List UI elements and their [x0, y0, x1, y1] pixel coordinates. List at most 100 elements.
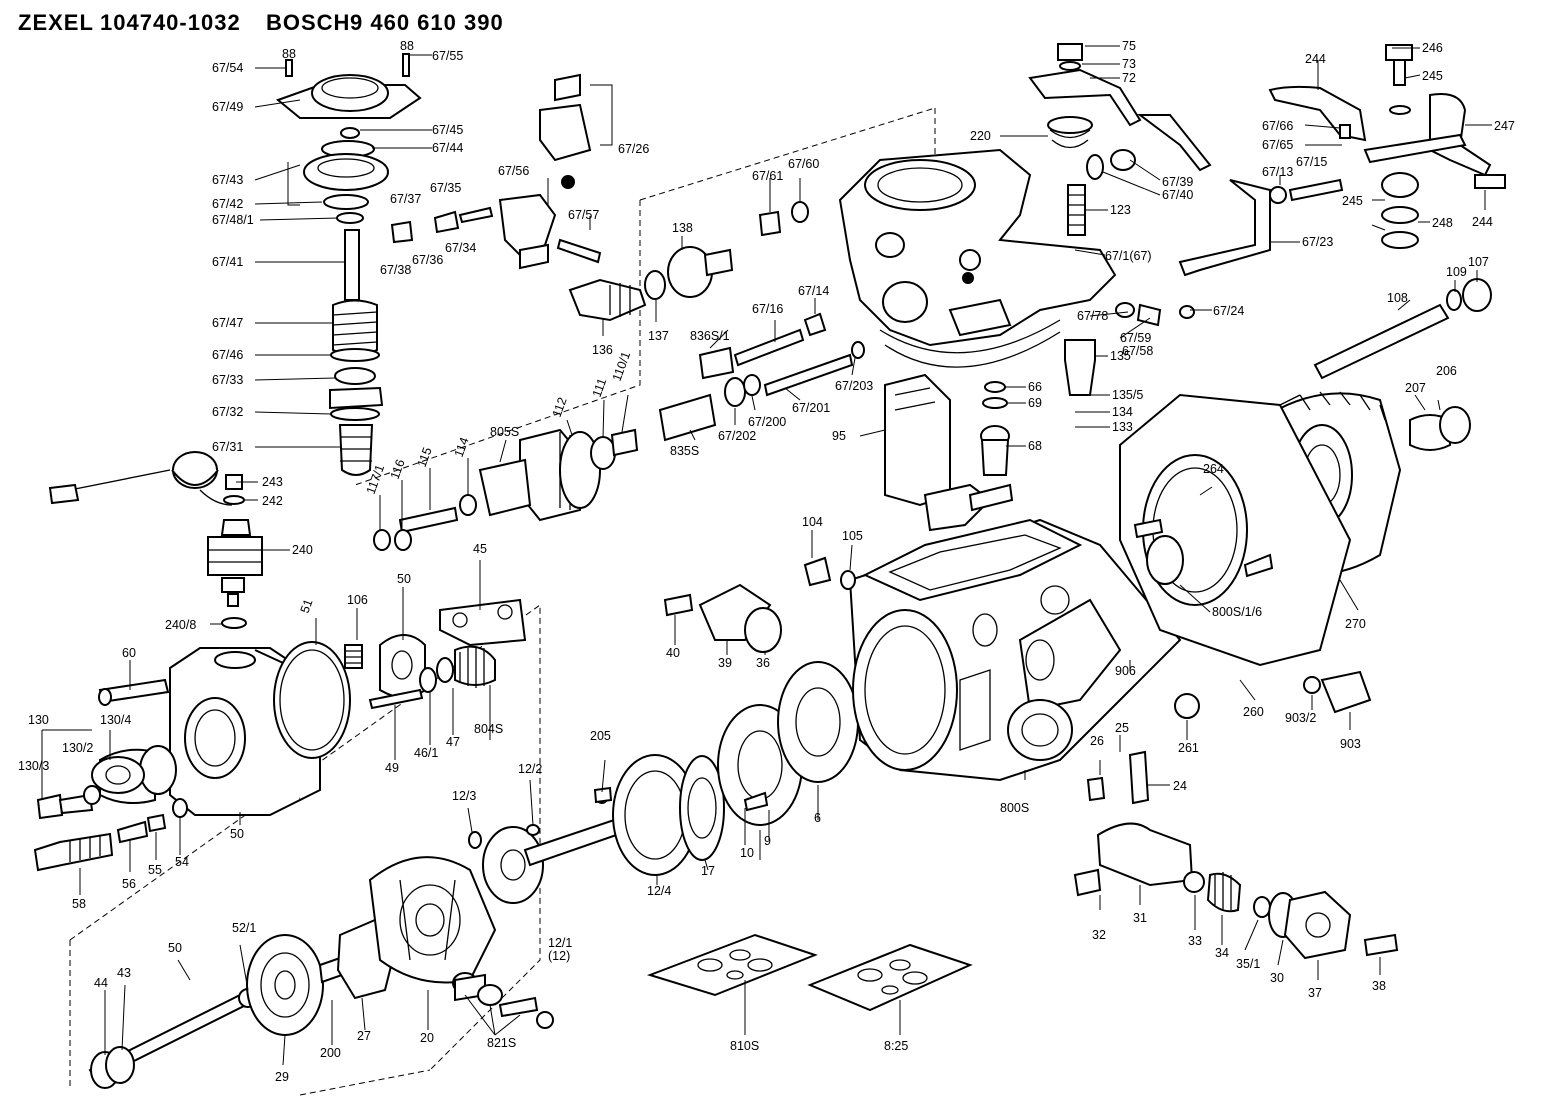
label-115: 115 — [415, 445, 435, 469]
label-130-2: 130/2 — [62, 741, 93, 755]
pump-housing — [848, 518, 1182, 782]
label-248: 248 — [1432, 216, 1453, 230]
label-810s: 810S — [730, 1039, 759, 1053]
label-67-46: 67/46 — [212, 348, 243, 362]
label-260: 260 — [1243, 705, 1264, 719]
label-67-40: 67/40 — [1162, 188, 1193, 202]
label-800s-1-6: 800S/1/6 — [1212, 605, 1262, 619]
label-95: 95 — [832, 429, 846, 443]
label-67-15: 67/15 — [1296, 155, 1327, 169]
label-106: 106 — [347, 593, 368, 607]
label-67-42: 67/42 — [212, 197, 243, 211]
label-800s: 800S — [1000, 801, 1029, 815]
header-bosch-number: 9 460 610 390 — [350, 10, 504, 35]
label-49: 49 — [385, 761, 399, 775]
label-36: 36 — [756, 656, 770, 670]
label-67-65: 67/65 — [1262, 138, 1293, 152]
label-67-78: 67/78 — [1077, 309, 1108, 323]
label-243: 243 — [262, 475, 283, 489]
label-54: 54 — [175, 855, 189, 869]
label-67-23: 67/23 — [1302, 235, 1333, 249]
label-10: 10 — [740, 846, 754, 860]
label-56: 56 — [122, 877, 136, 891]
drive-gear-assembly — [593, 661, 859, 876]
label-134: 134 — [1112, 405, 1133, 419]
label-31: 31 — [1133, 911, 1147, 925]
label-67-47: 67/47 — [212, 316, 243, 330]
label-130-3: 130/3 — [18, 759, 49, 773]
label-116: 116 — [388, 457, 408, 481]
label-67-66: 67/66 — [1262, 119, 1293, 133]
label-240: 240 — [292, 543, 313, 557]
label-130-4: 130/4 — [100, 713, 131, 727]
plunger-assembly — [88, 792, 627, 1089]
label-50-c: 50 — [168, 941, 182, 955]
label-108: 108 — [1387, 291, 1408, 305]
label-32: 32 — [1092, 928, 1106, 942]
header-brand-bosch: BOSCH — [266, 10, 351, 35]
small-parts-upper — [373, 73, 974, 653]
label-114: 114 — [452, 435, 472, 459]
label-29: 29 — [275, 1070, 289, 1084]
label-123: 123 — [1110, 203, 1131, 217]
label-73: 73 — [1122, 57, 1136, 71]
label-66: 66 — [1028, 380, 1042, 394]
fuel-cutoff-valve — [884, 373, 1014, 532]
label-67-200: 67/200 — [748, 415, 786, 429]
label-109: 109 — [1446, 265, 1467, 279]
label-55: 55 — [148, 863, 162, 877]
label-67-57: 67/57 — [568, 208, 599, 222]
label-107: 107 — [1468, 255, 1489, 269]
label-135-5: 135/5 — [1112, 388, 1143, 402]
label-67-202: 67/202 — [718, 429, 756, 443]
label-34: 34 — [1215, 946, 1229, 960]
label-30: 30 — [1270, 971, 1284, 985]
label-88-a: 88 — [282, 47, 296, 61]
label-137: 137 — [648, 329, 669, 343]
header-brand-zexel: ZEXEL — [18, 10, 94, 35]
label-242: 242 — [262, 494, 283, 508]
label-261: 261 — [1178, 741, 1199, 755]
label-69: 69 — [1028, 396, 1042, 410]
label-12-paren: (12) — [548, 949, 570, 963]
label-12-2: 12/2 — [518, 762, 542, 776]
label-60: 60 — [122, 646, 136, 660]
control-lever-assembly — [1028, 43, 1212, 396]
label-17: 17 — [701, 864, 715, 878]
label-240-8: 240/8 — [165, 618, 196, 632]
label-135: 135 — [1110, 349, 1131, 363]
label-67-48-1: 67/48/1 — [212, 213, 254, 227]
label-67-41: 67/41 — [212, 255, 243, 269]
label-12-3: 12/3 — [452, 789, 476, 803]
governor-cover-assembly — [275, 53, 422, 476]
label-247: 247 — [1494, 119, 1515, 133]
label-67-16: 67/16 — [752, 302, 783, 316]
label-50-a: 50 — [397, 572, 411, 586]
label-47: 47 — [446, 735, 460, 749]
label-37: 37 — [1308, 986, 1322, 1000]
label-35-1: 35/1 — [1236, 957, 1260, 971]
label-200: 200 — [320, 1046, 341, 1060]
label-104: 104 — [802, 515, 823, 529]
group-outlines — [69, 107, 936, 1096]
label-67-36: 67/36 — [412, 253, 443, 267]
label-67-1-67: 67/1(67) — [1105, 249, 1152, 263]
label-51: 51 — [298, 597, 316, 615]
label-67-13: 67/13 — [1262, 165, 1293, 179]
label-67-14: 67/14 — [798, 284, 829, 298]
label-46-1: 46/1 — [414, 746, 438, 760]
label-136: 136 — [592, 343, 613, 357]
stop-solenoid-assembly — [48, 451, 263, 629]
label-44: 44 — [94, 976, 108, 990]
label-24: 24 — [1173, 779, 1187, 793]
label-6: 6 — [814, 811, 821, 825]
label-67-61: 67/61 — [752, 169, 783, 183]
label-67-60: 67/60 — [788, 157, 819, 171]
label-67-49: 67/49 — [212, 100, 243, 114]
label-72: 72 — [1122, 71, 1136, 85]
load-lever-assembly — [1178, 44, 1506, 319]
label-133: 133 — [1112, 420, 1133, 434]
label-67-24: 67/24 — [1213, 304, 1244, 318]
label-67-38: 67/38 — [380, 263, 411, 277]
label-68: 68 — [1028, 439, 1042, 453]
